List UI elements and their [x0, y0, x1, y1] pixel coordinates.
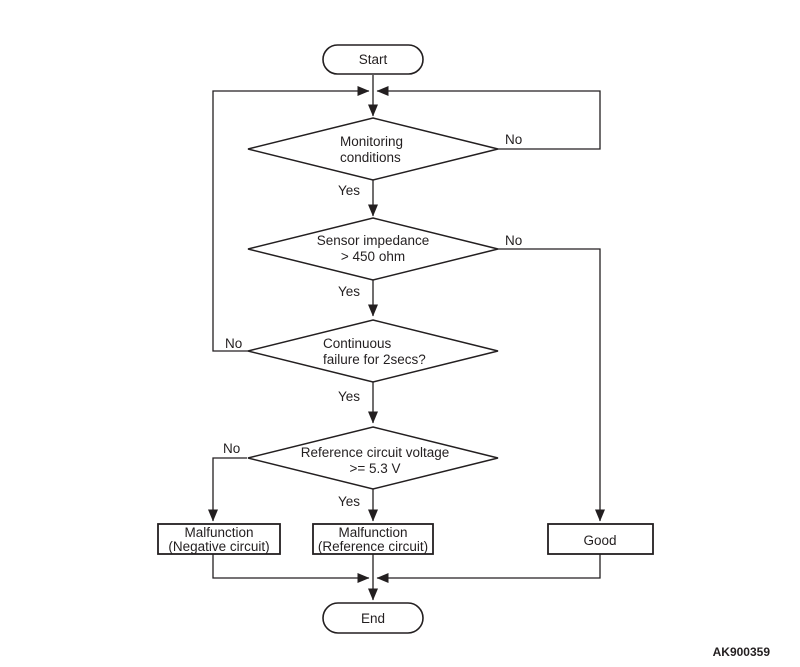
continuous-failure-label-line1: Continuous	[323, 336, 392, 351]
label-sensor-no: No	[505, 233, 522, 248]
connector-malfunction-negative-to-end	[212, 554, 370, 583]
decision-continuous-failure	[247, 319, 499, 383]
malfunction-negative-label-line1: Malfunction	[184, 525, 253, 540]
outcome-malfunction-negative-circuit	[157, 523, 281, 555]
connector-good-to-end	[376, 554, 601, 583]
connector-sensor-no-to-good	[498, 248, 605, 522]
outcome-malfunction-reference-circuit	[312, 523, 434, 555]
sensor-impedance-label-line1: Sensor impedance	[317, 233, 430, 248]
malfunction-reference-label-line1: Malfunction	[338, 525, 407, 540]
malfunction-negative-label-line2: (Negative circuit)	[168, 539, 269, 554]
malfunction-reference-label-line2: (Reference circuit)	[318, 539, 428, 554]
start-label: Start	[359, 52, 388, 67]
good-label: Good	[583, 533, 616, 548]
label-continuous-yes: Yes	[338, 389, 360, 404]
outcome-good	[547, 523, 654, 555]
decision-sensor-impedance	[247, 217, 499, 281]
monitoring-conditions-label-line1: Monitoring	[340, 134, 403, 149]
label-continuous-no: No	[225, 336, 242, 351]
figure-code: AK900359	[713, 645, 771, 659]
monitoring-conditions-label-line2: conditions	[340, 150, 401, 165]
label-monitoring-no: No	[505, 132, 522, 147]
connector-monitoring-no-loop	[376, 86, 601, 150]
label-monitoring-yes: Yes	[338, 183, 360, 198]
connector-continuous-no-loop	[212, 86, 370, 352]
sensor-impedance-label-line2: > 450 ohm	[341, 249, 405, 264]
decision-monitoring-conditions	[247, 117, 499, 181]
connector-reference-no-to-malfunction-negative	[208, 457, 247, 522]
label-reference-yes: Yes	[338, 494, 360, 509]
continuous-failure-label-line2: failure for 2secs?	[323, 352, 426, 367]
reference-circuit-voltage-label-line1: Reference circuit voltage	[301, 445, 450, 460]
label-reference-no: No	[223, 441, 240, 456]
end-node	[322, 602, 424, 634]
end-label: End	[361, 611, 385, 626]
reference-circuit-voltage-label-line2: >= 5.3 V	[349, 461, 400, 476]
label-sensor-yes: Yes	[338, 284, 360, 299]
decision-reference-circuit-voltage	[247, 426, 499, 490]
start-node	[322, 44, 424, 75]
